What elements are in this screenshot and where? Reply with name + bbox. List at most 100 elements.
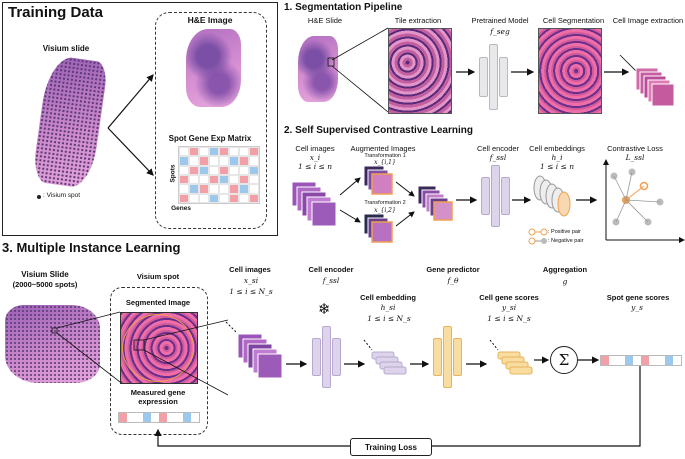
gene-matrix xyxy=(178,146,260,204)
matrix-cell xyxy=(249,193,259,203)
matrix-cell xyxy=(209,174,219,185)
ssl-embeddings-label: Cell embeddings xyxy=(529,144,585,153)
he-matrix-dashed-box xyxy=(155,12,267,229)
ssl-range-math: 1 ≤ i ≤ n xyxy=(297,162,333,171)
expression-cell xyxy=(143,413,151,422)
matrix-cell xyxy=(239,165,249,175)
ssl-embedding-stack xyxy=(533,175,571,217)
mil-title: 3. Multiple Instance Learning xyxy=(2,240,181,255)
expression-cell xyxy=(127,413,135,422)
expression-cell xyxy=(617,356,625,365)
pred-bar-3 xyxy=(453,338,462,376)
mil-cell-images-label: Cell images xyxy=(229,265,271,274)
pred-bar-1 xyxy=(433,338,442,376)
f-theta-math: f_θ xyxy=(447,276,459,285)
matrix-cell xyxy=(199,174,209,185)
expression-cell xyxy=(159,413,167,422)
matrix-cell xyxy=(199,156,209,166)
ssl-xi-math: x_i xyxy=(309,153,321,162)
arrow-t2-to-merged xyxy=(395,211,415,227)
negative-pair-label: : Negative pair xyxy=(548,238,584,244)
mil-embedding-label: Cell embedding xyxy=(360,293,416,302)
matrix-cell xyxy=(179,184,189,194)
ssl-cell-stack xyxy=(291,181,337,227)
expression-cell xyxy=(657,356,665,365)
matrix-cell xyxy=(209,184,219,194)
matrix-cell xyxy=(249,156,259,166)
seg-model-bar-2 xyxy=(489,44,498,110)
mil-cell-stack xyxy=(225,321,283,379)
transform1-label: Transformation 1 xyxy=(364,153,406,159)
expression-cell xyxy=(609,356,617,365)
arrow-cells-to-t1 xyxy=(339,177,361,196)
he-image xyxy=(186,29,241,107)
mil-emb-range-math: 1 ≤ i ≤ N_s xyxy=(367,314,411,323)
matrix-cell xyxy=(229,156,239,166)
matrix-cell xyxy=(229,147,239,157)
sum-icon: Σ xyxy=(558,351,570,369)
matrix-cell xyxy=(219,156,229,166)
mil-encoder-label: Cell encoder xyxy=(308,265,354,274)
loss-plot xyxy=(603,159,685,243)
ssl-emb-range-math: 1 ≤ i ≤ n xyxy=(539,162,575,171)
matrix-cell xyxy=(199,193,209,203)
expression-cell xyxy=(641,356,649,365)
mil-visium-slide-sub: (2000~5000 spots) xyxy=(12,280,78,289)
matrix-cell xyxy=(179,156,189,166)
contrastive-loss-math: L_ssl xyxy=(625,153,645,162)
matrix-cell xyxy=(179,174,189,185)
cell-extract-line xyxy=(619,54,641,76)
matrix-cell xyxy=(229,165,239,175)
matrix-cell xyxy=(239,156,249,166)
mil-score-stack xyxy=(489,339,533,375)
matrix-cell xyxy=(219,184,229,194)
transform2-math: x_{i,2} xyxy=(374,207,396,214)
training-loss-box: Training Loss xyxy=(350,438,432,456)
training-data-panel xyxy=(2,2,278,236)
cell-seg-label: Cell Segmentation xyxy=(542,16,605,25)
matrix-cell xyxy=(209,165,219,175)
training-loss-label: Training Loss xyxy=(364,442,417,452)
zoom-line-top xyxy=(331,27,389,61)
matrix-cell xyxy=(199,147,209,157)
ssl-enc-bar-1 xyxy=(481,177,490,215)
cell-seg-image xyxy=(538,28,602,114)
matrix-cell xyxy=(209,193,219,203)
segmented-image-label: Segmented Image xyxy=(125,298,191,307)
ssl-fssl-math: f_ssl xyxy=(489,153,507,162)
training-data-title: Training Data xyxy=(8,4,104,21)
measured-expression-bar xyxy=(118,412,200,423)
transform2-label: Transformation 2 xyxy=(364,200,406,206)
matrix-cell xyxy=(239,147,249,157)
matrix-cell xyxy=(189,193,199,203)
arrow-t1-to-merged xyxy=(395,181,415,197)
spot-score-bar xyxy=(600,355,682,366)
cell-gene-scores-label: Cell gene scores xyxy=(479,293,539,302)
matrix-cell xyxy=(189,174,199,185)
matrix-cell xyxy=(179,165,189,175)
matrix-cell xyxy=(199,165,209,175)
mil-enc-bar-1 xyxy=(312,338,321,376)
matrix-cell xyxy=(189,184,199,194)
expression-cell xyxy=(649,356,657,365)
mil-slide-image xyxy=(5,305,100,383)
matrix-cell xyxy=(229,184,239,194)
matrix-cell xyxy=(229,193,239,203)
matrix-cell xyxy=(219,165,229,175)
merged-aug-stack xyxy=(417,185,453,221)
spot-gene-matrix-label: Spot Gene Exp Matrix xyxy=(168,134,252,143)
matrix-cell xyxy=(179,147,189,157)
matrix-cell xyxy=(239,174,249,185)
ssl-cell-images-label: Cell images xyxy=(295,144,335,153)
aug-stack-2 xyxy=(363,213,393,243)
expression-cell xyxy=(633,356,641,365)
expression-cell xyxy=(665,356,673,365)
matrix-cell xyxy=(219,193,229,203)
arrow-cells-to-t2 xyxy=(339,209,361,223)
agg-g-math: g xyxy=(562,277,568,286)
mil-xsi-math: x_si xyxy=(243,276,259,285)
pretrained-model-label: Pretrained Model xyxy=(471,16,529,25)
matrix-cell xyxy=(209,147,219,157)
spots-axis-label: Spots xyxy=(169,164,177,183)
genes-axis-label: Genes xyxy=(171,205,191,212)
